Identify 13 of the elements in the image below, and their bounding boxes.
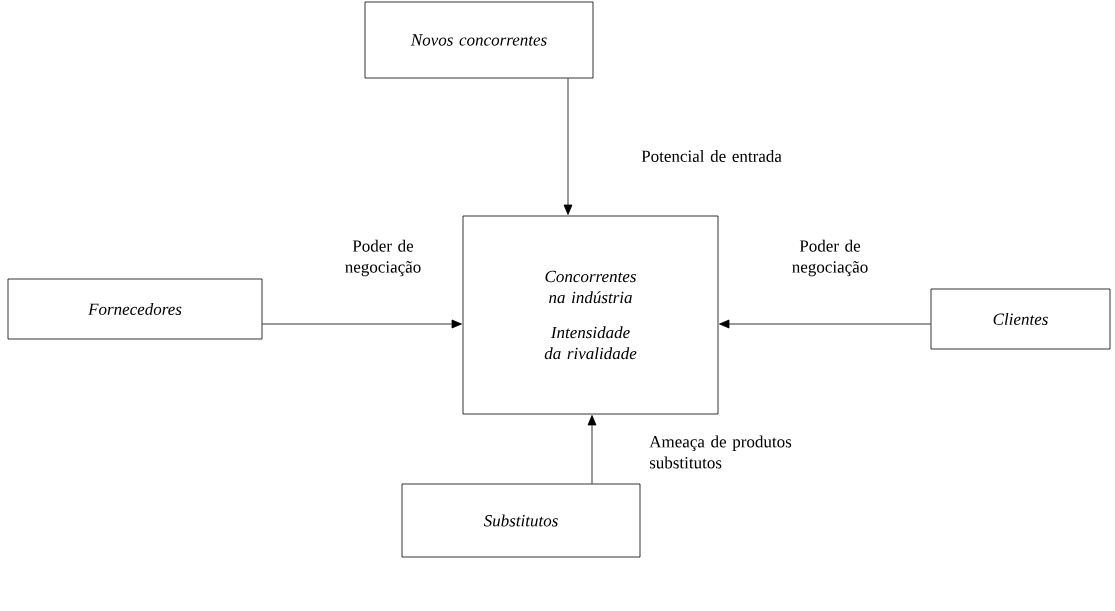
process-box: Clientes — [930, 288, 1111, 350]
process-box: Substitutos — [401, 483, 641, 558]
edge-label: Potencial de entrada — [641, 150, 782, 162]
arrow — [719, 319, 931, 329]
edge-label: Poder de negociação — [345, 239, 421, 277]
arrow — [563, 78, 573, 215]
process-box: Concorrentes na indústria Intensidade da rivalidade — [462, 215, 719, 415]
process-box: Novos concorrentes — [364, 1, 594, 79]
arrow — [262, 319, 462, 329]
edge-label: Poder de negociação — [792, 239, 868, 277]
arrow — [587, 415, 597, 484]
process-box: Fornecedores — [7, 278, 263, 340]
edge-label: Ameaça de produtos substitutos — [649, 435, 792, 469]
